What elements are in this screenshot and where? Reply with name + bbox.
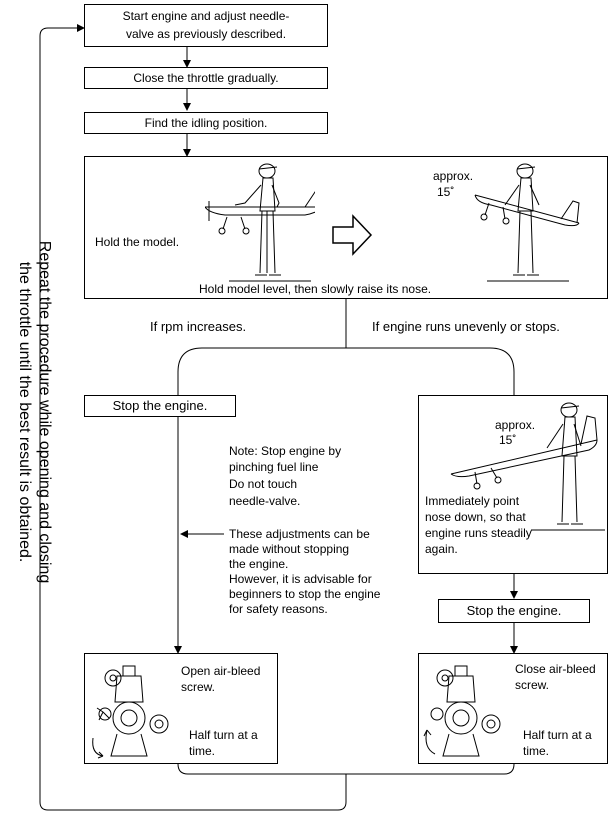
side-note: Repeat the procedure while opening and c… bbox=[14, 202, 54, 622]
side-note-line1: Repeat the procedure while opening and c… bbox=[36, 240, 53, 584]
right-outline-arrow-icon bbox=[332, 214, 373, 256]
person-raising-model-nose-illustration bbox=[474, 163, 580, 282]
advice-line-5: beginners to stop the engine bbox=[229, 587, 381, 601]
close-airbleed-line-1: Close air-bleed bbox=[515, 662, 596, 676]
advice-line-6: for safety reasons. bbox=[229, 602, 328, 616]
nose-down-line-1: Immediately point bbox=[425, 494, 520, 508]
close-halfturn-line-2: time. bbox=[523, 744, 550, 758]
note-line-1: Note: Stop engine by bbox=[229, 444, 342, 458]
open-airbleed-line-2: screw. bbox=[181, 680, 216, 694]
close-airbleed-line-2: screw. bbox=[515, 678, 550, 692]
step-start-line1: Start engine and adjust needle- bbox=[122, 9, 290, 23]
person-pointing-nose-down-illustration bbox=[450, 402, 605, 531]
open-halfturn-line-1: Half turn at a bbox=[189, 728, 258, 742]
hold-caption: Hold model level, then slowly raise its … bbox=[199, 282, 432, 296]
nose-down-line-3: engine runs steadily bbox=[425, 526, 532, 540]
right-stop-engine-label: Stop the engine. bbox=[466, 603, 562, 618]
left-stop-engine-label: Stop the engine. bbox=[112, 398, 208, 413]
nose-down-line-4: again. bbox=[425, 542, 458, 556]
side-note-line2: the throttle until the best result is ob… bbox=[16, 261, 33, 563]
right-stop-engine-box: Stop the engine. bbox=[438, 599, 590, 623]
branch-label-runs-unevenly: If engine runs unevenly or stops. bbox=[372, 319, 560, 334]
advice-line-2: made without stopping bbox=[229, 542, 350, 556]
angle-value: 15˚ bbox=[437, 185, 455, 199]
nose-down-panel: approx. 15˚ Immediately point nose down,… bbox=[418, 395, 608, 574]
branch-label-rpm-increases: If rpm increases. bbox=[150, 319, 247, 334]
open-halfturn-line-2: time. bbox=[189, 744, 216, 758]
note-line-3: Do not touch bbox=[229, 477, 298, 491]
step-find-idle-label: Find the idling position. bbox=[144, 116, 268, 130]
step-close-throttle: Close the throttle gradually. bbox=[84, 67, 328, 89]
advice-line-1: These adjustments can be bbox=[229, 527, 370, 541]
step-start-line2: valve as previously described. bbox=[125, 27, 287, 41]
advice-line-3: the engine. bbox=[229, 557, 289, 571]
open-air-bleed-panel: Open air-bleed screw. Half turn at a tim… bbox=[84, 653, 278, 764]
step-close-throttle-label: Close the throttle gradually. bbox=[133, 71, 279, 85]
step-find-idle: Find the idling position. bbox=[84, 112, 328, 134]
person-holding-model-level-illustration bbox=[205, 163, 315, 282]
open-airbleed-line-1: Open air-bleed bbox=[181, 664, 261, 678]
carburetor-close-illustration bbox=[423, 665, 501, 757]
note-line-4: needle-valve. bbox=[229, 494, 301, 508]
close-halfturn-line-1: Half turn at a bbox=[523, 728, 592, 742]
hold-model-panel: Hold the model. approx. 15˚ Hold model l… bbox=[84, 156, 608, 299]
advice-line-4: However, it is advisable for bbox=[229, 572, 372, 586]
left-stop-engine-box: Stop the engine. bbox=[84, 395, 236, 417]
angle-label: approx. bbox=[433, 169, 474, 183]
note-line-2: pinching fuel line bbox=[229, 460, 319, 474]
carburetor-open-illustration bbox=[92, 665, 169, 759]
nose-down-line-2: nose down, so that bbox=[425, 510, 526, 524]
close-air-bleed-panel: Close air-bleed screw. Half turn at a ti… bbox=[418, 653, 608, 764]
right-angle-value: 15˚ bbox=[499, 433, 517, 447]
hold-model-label: Hold the model. bbox=[95, 235, 180, 249]
step-start-engine: Start engine and adjust needle- valve as… bbox=[84, 4, 328, 47]
right-angle-label: approx. bbox=[495, 418, 536, 432]
